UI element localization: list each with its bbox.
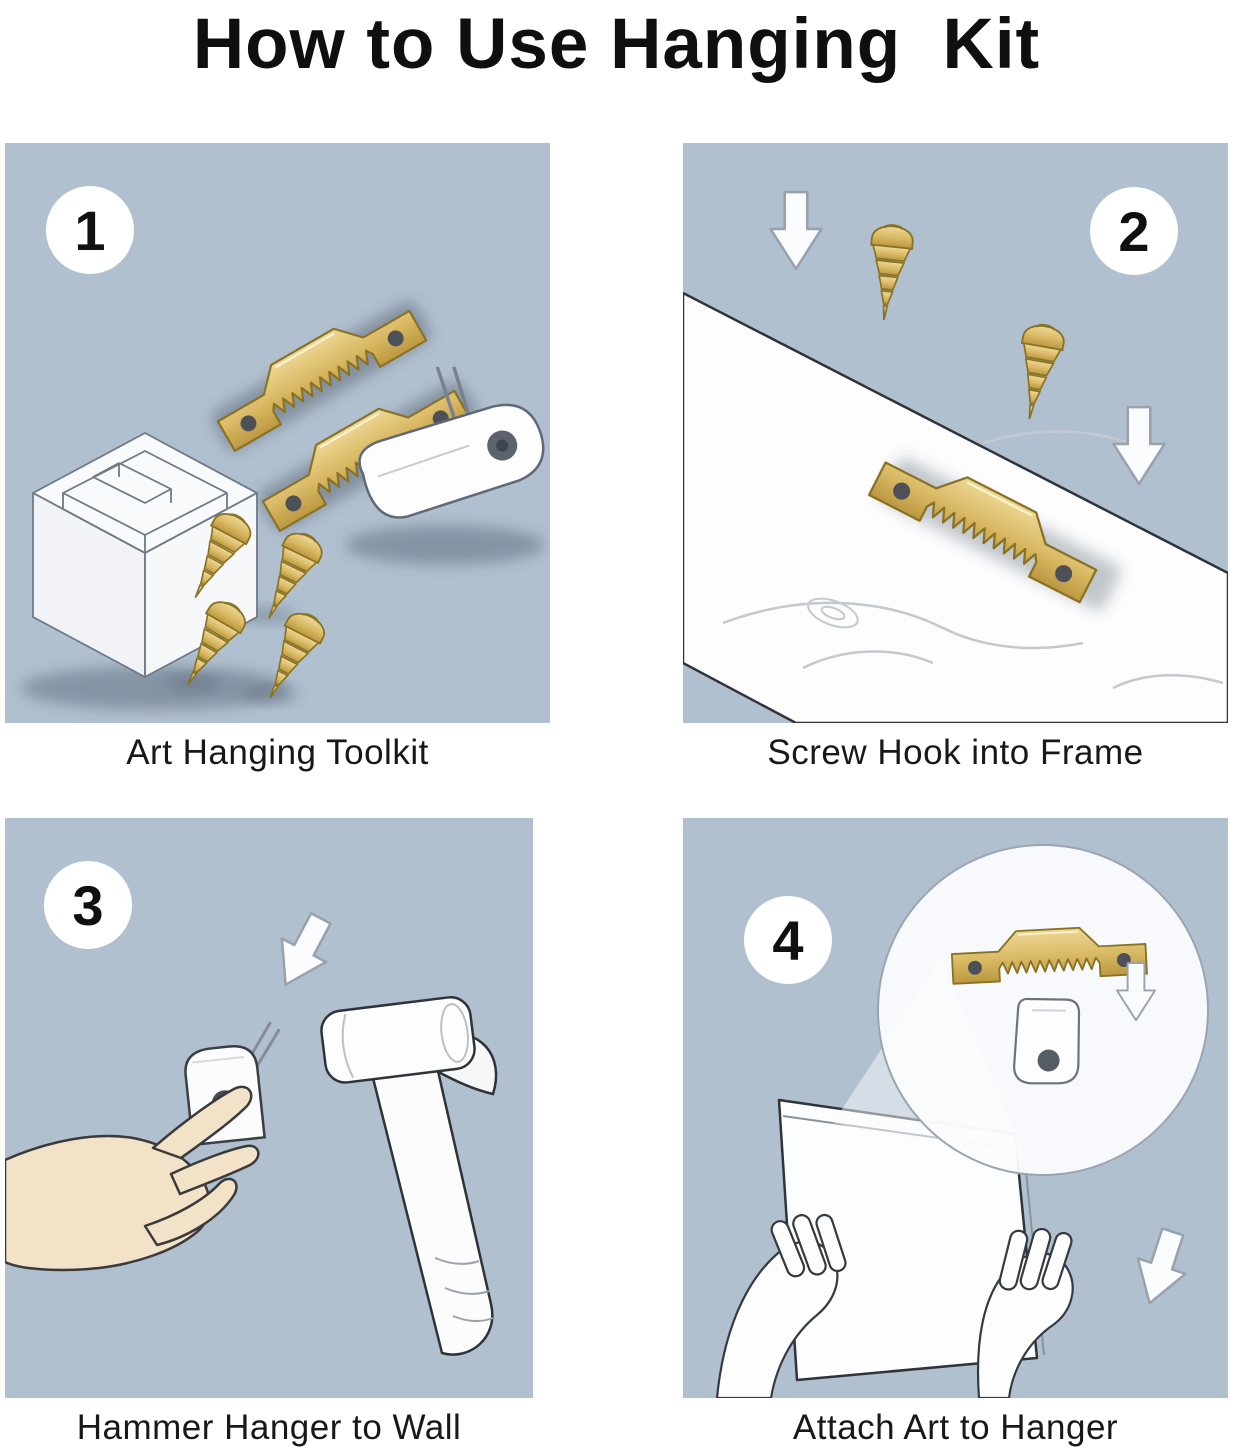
arrow-down-icon [262, 905, 345, 998]
panel-4-canvas: 4 [683, 818, 1228, 1398]
panel-4-illustration [715, 844, 1209, 1398]
arrow-down-icon [769, 190, 823, 271]
step-1-badge: 1 [46, 186, 134, 274]
screw-icon [862, 222, 916, 324]
arrow-down-icon [1124, 1222, 1198, 1313]
panel-3-canvas: 3 [5, 818, 533, 1398]
page-title: How to Use Hanging Kit [192, 5, 1041, 84]
hammer-icon [320, 996, 498, 1356]
panel-2-caption: Screw Hook into Frame [767, 733, 1144, 772]
panel-4-caption: Attach Art to Hanger [792, 1408, 1119, 1447]
step-4-number: 4 [772, 908, 804, 972]
panel-1: 1 Art Hanging Toolkit [5, 143, 550, 773]
panel-3: 3 Hammer Hanger to Wall [5, 818, 533, 1448]
step-3-number: 3 [72, 873, 104, 937]
hook-shadow [345, 525, 545, 565]
arrow-down-icon [1112, 405, 1166, 486]
panel-3-caption: Hammer Hanger to Wall [76, 1408, 462, 1447]
hand-icon [5, 1085, 260, 1272]
step-4-badge: 4 [744, 896, 832, 984]
panel-1-illustration [20, 290, 545, 710]
hands-icon [715, 1213, 1074, 1398]
panel-3-illustration [5, 905, 498, 1356]
step-1-number: 1 [74, 198, 106, 262]
box-shadow [20, 666, 290, 710]
hook-icon [1013, 997, 1081, 1085]
step-2-number: 2 [1118, 199, 1150, 263]
panel-2: 2 Screw Hook into Frame [683, 143, 1228, 773]
screw-icon [1007, 320, 1068, 424]
panel-2-illustration [683, 190, 1228, 723]
panel-4: 4 Attach Art to Hanger [683, 818, 1228, 1448]
panel-1-caption: Art Hanging Toolkit [126, 733, 429, 772]
wall-hook-icon [358, 366, 545, 519]
panel-1-canvas: 1 [5, 143, 550, 723]
step-2-badge: 2 [1090, 187, 1178, 275]
panel-2-canvas: 2 [683, 143, 1228, 723]
step-3-badge: 3 [44, 861, 132, 949]
